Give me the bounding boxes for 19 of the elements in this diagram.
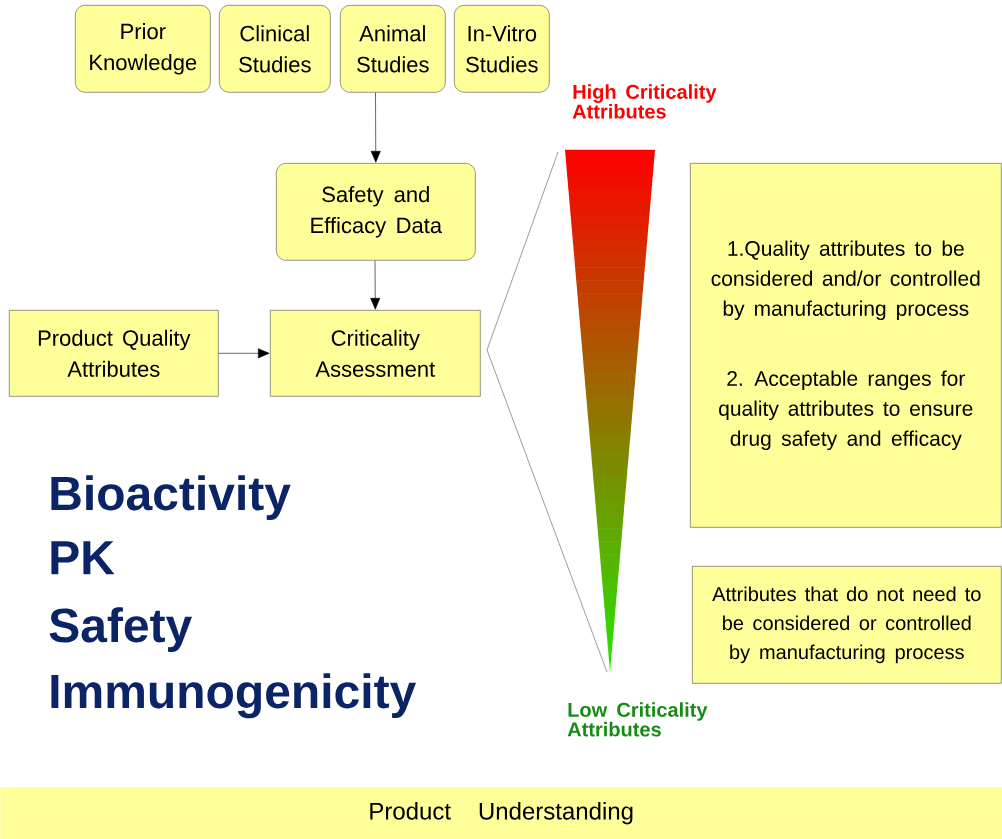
input-box: Product Quality Attributes xyxy=(9,310,219,397)
arrow xyxy=(370,260,381,310)
topic-text: PK xyxy=(51,541,115,575)
footer-band: Product Understanding xyxy=(0,787,1002,839)
process-box: Criticality Assessment xyxy=(270,310,481,397)
arrow xyxy=(370,92,381,163)
source-box: Animal Studies xyxy=(340,5,446,93)
outcome-box: 1.Quality attributes to be considered and/or controlled by manufacturing process 2. Acceptable ranges for quality attributes to ensure drug safety and efficacy xyxy=(690,163,1002,528)
outcome-box: Attributes that do not need to be considered or controlled by manufacturing process xyxy=(692,566,1002,684)
topic-text: Safety xyxy=(49,607,192,652)
topic-text: Bioactivity xyxy=(51,475,291,520)
source-box: Prior Knowledge xyxy=(75,5,211,93)
topic-text: Immunogenicity xyxy=(51,673,416,719)
scale-label: High Criticality Attributes xyxy=(572,84,717,119)
source-box: Clinical Studies xyxy=(219,5,331,93)
source-box: In-Vitro Studies xyxy=(454,5,550,93)
arrow xyxy=(218,348,270,359)
scale-label: Low Criticality Attributes xyxy=(567,702,708,737)
process-box: Safety and Efficacy Data xyxy=(276,163,476,261)
